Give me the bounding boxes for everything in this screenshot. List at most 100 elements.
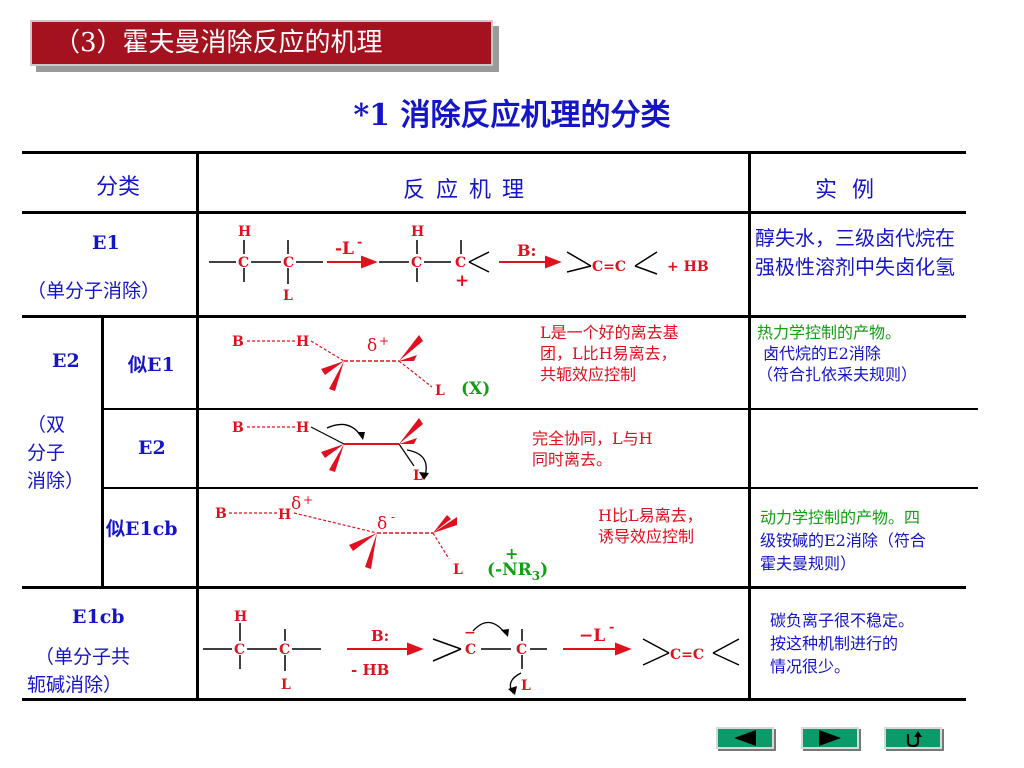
table-bottom-line <box>22 698 966 701</box>
e1-c1: C <box>238 255 249 271</box>
e1-scheme: H C C L -L - H C C + B: C=C + HB <box>209 224 709 304</box>
e1-desc: （单分子消除） <box>27 280 161 302</box>
e2-like-e1-tag: (X) <box>461 379 490 399</box>
e1cb-l1: L <box>281 677 291 693</box>
example-line: 霍夫曼规则） <box>760 554 857 573</box>
next-slide-button[interactable] <box>801 727 859 749</box>
e1-minus-l-sup: - <box>357 235 362 250</box>
example-line: 级铵碱的E2消除（符合 <box>760 531 926 550</box>
e2-like-e1cb-name: 似E1cb <box>106 518 178 540</box>
triangle-left-icon <box>734 730 756 746</box>
e2-like-e1cb-b: B <box>215 506 227 522</box>
e1cb-c3: C <box>465 642 476 658</box>
e2-like-e1-l: L <box>435 383 445 399</box>
e2-like-e1cb-note: H比L易离去， 诱导效应控制 <box>598 505 703 547</box>
example-line: （符合扎依采夫规则） <box>757 365 918 384</box>
e2-like-e1-example: 热力学控制的产物。 卤代烷的E2消除 （符合扎依采夫规则） <box>757 322 917 385</box>
e1-plus: + <box>455 271 469 291</box>
e2-name: E2 <box>138 437 166 459</box>
e1-base: B: <box>517 241 536 260</box>
col-line-1 <box>196 151 199 701</box>
header-mechanism: 反 应 机 理 <box>403 178 526 203</box>
example-line: 动力学控制的产物。四 <box>760 508 921 527</box>
col-line-2 <box>748 151 751 701</box>
e1cb-name: E1cb <box>72 606 125 628</box>
e2-like-e1cb-example: 动力学控制的产物。四 级铵碱的E2消除（符合 霍夫曼规则） <box>760 506 926 575</box>
e1cb-desc-2: 轭碱消除） <box>27 674 123 696</box>
e2-like-e1-b: B <box>232 334 244 350</box>
prev-slide-button[interactable] <box>716 727 774 749</box>
example-line: 卤代烷的E2消除 <box>763 344 881 363</box>
e1cb-anion-minus: − <box>464 625 476 641</box>
e2-group-desc-1: （双 <box>27 414 66 436</box>
e1cb-minus-hb: - HB <box>351 661 389 679</box>
e1cb-scheme: H C C L B: - HB − C C L −L - C=C <box>203 609 740 695</box>
table-top-line <box>22 151 966 154</box>
header-example: 实 例 <box>815 178 878 203</box>
e1-h2: H <box>411 224 424 240</box>
e1cb-minus-l: −L <box>579 626 605 646</box>
triangle-right-icon <box>819 730 841 746</box>
row-line-2 <box>102 408 978 410</box>
e2-like-e1cb-l: L <box>453 562 463 578</box>
e2-group-desc-2: 分子 <box>27 442 66 464</box>
table-header-line <box>22 211 966 214</box>
e2-like-e1cb-tag-plus: + <box>505 544 518 563</box>
e1-product: C=C <box>592 259 626 275</box>
example-line: 碳负离子很不稳定。 <box>770 611 915 630</box>
e2-like-e1-note: L是一个好的离去基 团，L比H易离去， 共轭效应控制 <box>540 322 679 385</box>
e1-l1: L <box>283 288 293 304</box>
note-line: 团，L比H易离去， <box>540 344 677 363</box>
header-category: 分类 <box>96 175 141 200</box>
note-line: 同时离去。 <box>532 450 613 469</box>
e1-c4: C <box>455 255 466 271</box>
e2-h: H <box>296 420 309 436</box>
e1cb-c4: C <box>516 642 527 658</box>
e2-like-e1-delta-sign: + <box>379 334 389 348</box>
e2-like-e1-h: H <box>296 334 309 350</box>
e1cb-h: H <box>234 609 247 625</box>
e1cb-desc-1: （单分子共 <box>35 646 131 668</box>
e1cb-minus-l-sup: - <box>609 620 614 635</box>
note-line: 共轭效应控制 <box>540 365 637 384</box>
e1cb-base: B: <box>371 627 389 645</box>
col-line-e2 <box>101 315 104 589</box>
e1-name: E1 <box>92 232 120 254</box>
example-line: 情况很少。 <box>770 657 851 676</box>
e1cb-c1: C <box>234 642 245 658</box>
e2-group-name: E2 <box>52 350 80 372</box>
note-line: 完全协同，L与H <box>532 429 653 448</box>
e1-minus-l: -L <box>335 239 354 259</box>
example-line: 热力学控制的产物。 <box>757 323 902 342</box>
e1cb-c2: C <box>279 642 290 658</box>
note-line: 诱导效应控制 <box>598 527 695 546</box>
e1cb-example: 碳负离子很不稳定。 按这种机制进行的 情况很少。 <box>770 609 914 678</box>
e2-scheme: B H L <box>232 418 429 484</box>
e1cb-l2: L <box>521 678 531 694</box>
row-line-1 <box>22 315 966 318</box>
example-line: 按这种机制进行的 <box>770 634 899 653</box>
row-line-3 <box>102 487 978 489</box>
e1-c2: C <box>283 255 294 271</box>
e2-like-e1-name: 似E1 <box>128 354 175 376</box>
page-title: （3）霍夫曼消除反应的机理 <box>30 20 493 66</box>
page-subtitle: *1 消除反应机理的分类 <box>353 98 671 133</box>
return-button[interactable] <box>884 727 942 749</box>
e1-example: 醇失水，三级卤代烷在强极性溶剂中失卤化氢 <box>755 226 955 279</box>
e2-group-desc-3: 消除） <box>27 470 85 492</box>
note-line: H比L易离去， <box>598 506 703 525</box>
e2-b: B <box>232 420 244 436</box>
row-line-4 <box>22 586 966 589</box>
e2-like-e1cb-delta-minus-sign: - <box>391 510 395 524</box>
e1-c3: C <box>411 255 422 271</box>
note-line: L是一个好的离去基 <box>540 323 679 342</box>
e2-like-e1-scheme: B H δ + L (X) <box>232 334 490 399</box>
e2-like-e1cb-delta-plus: δ <box>291 494 301 514</box>
e1-byproduct: + HB <box>667 259 709 275</box>
e1cb-product: C=C <box>670 647 704 663</box>
e2-like-e1cb-delta-minus: δ <box>377 514 387 534</box>
e2-like-e1cb-h: H <box>278 507 291 523</box>
return-arrow-icon <box>906 731 922 747</box>
e2-like-e1cb-delta-plus-sign: + <box>303 493 313 507</box>
e2-like-e1cb-tag: (-NR3) <box>487 560 548 583</box>
